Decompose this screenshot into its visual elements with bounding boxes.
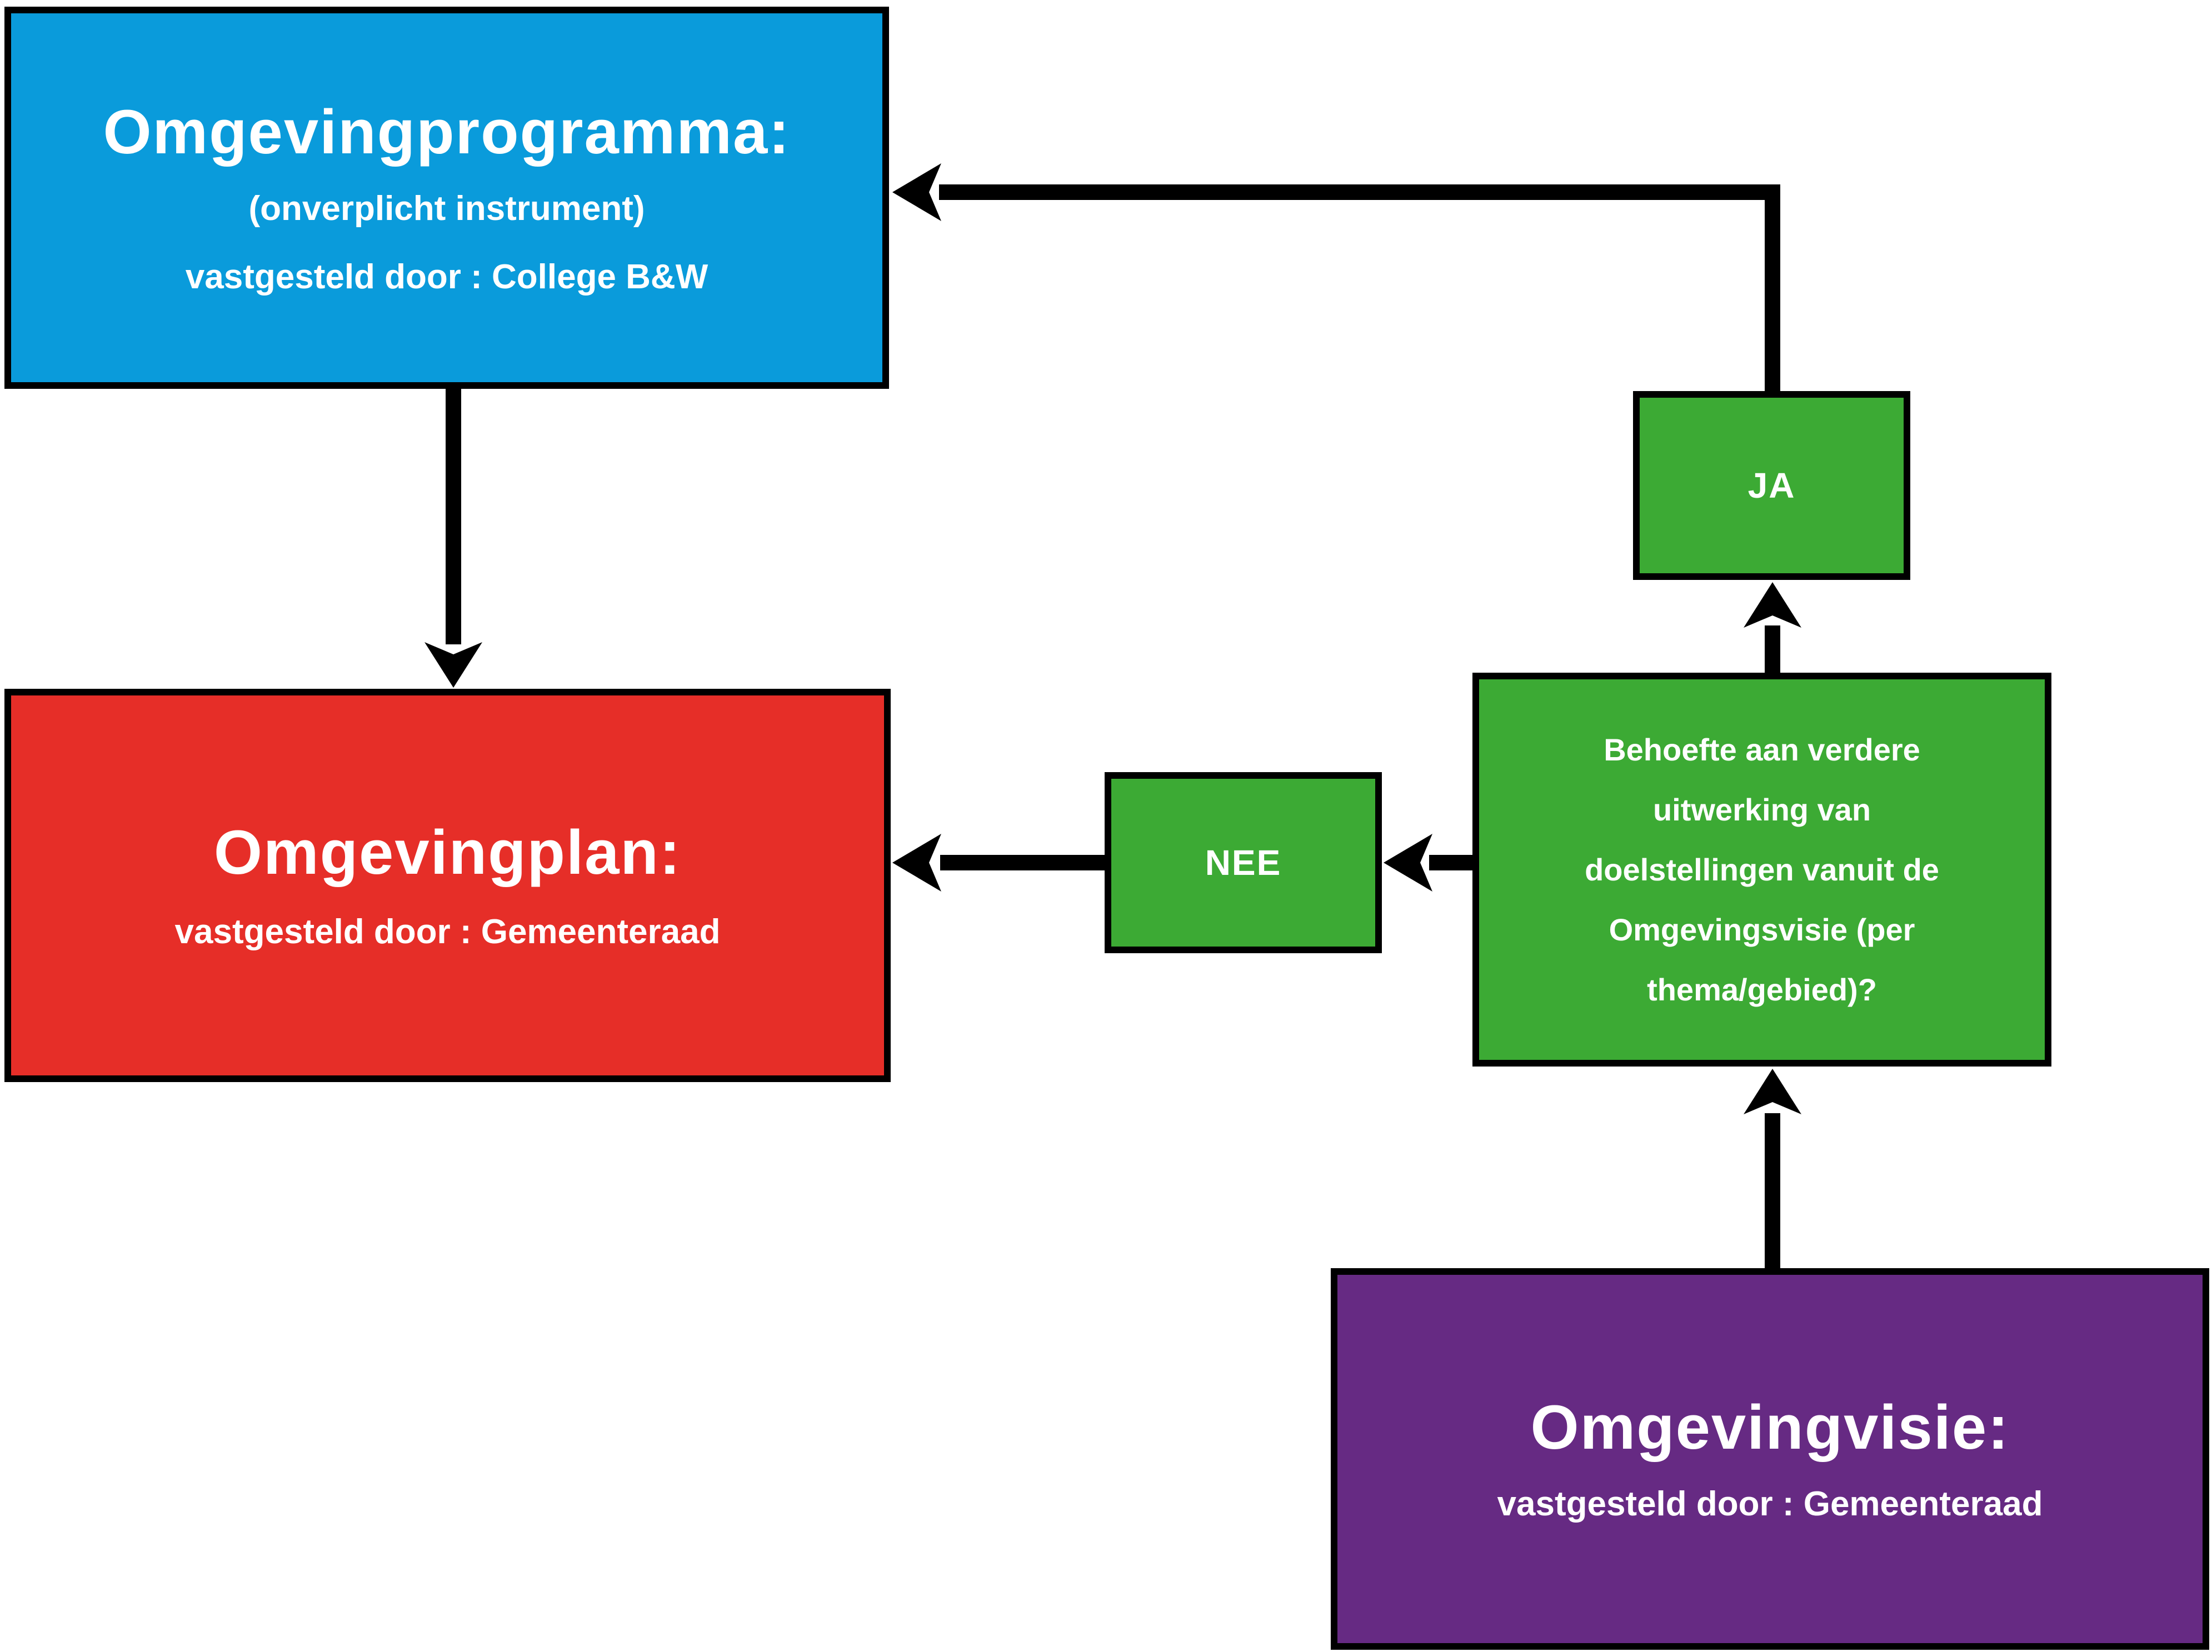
decision-line-3: doelstellingen vanuit de bbox=[1585, 852, 1939, 887]
decision-line-1: Behoefte aan verdere bbox=[1604, 732, 1920, 767]
arrow-programma-to-plan-head bbox=[425, 642, 482, 688]
arrowhead-left-icon bbox=[892, 834, 941, 892]
omgevingprogramma-footer: vastgesteld door : College B&W bbox=[185, 257, 708, 296]
arrowhead-left-icon bbox=[892, 163, 941, 221]
arrow-decision-to-ja-shaft bbox=[1765, 625, 1780, 674]
omgevingvisie-title: Omgevingvisie: bbox=[1530, 1393, 2010, 1463]
arrowhead-up-icon bbox=[1744, 1069, 1801, 1114]
arrow-programma-to-plan-shaft bbox=[446, 388, 461, 644]
ja-label: JA bbox=[1747, 465, 1796, 505]
omgevingprogramma-subtitle: (onverplicht instrument) bbox=[248, 189, 645, 228]
arrow-ja-to-programma-horizontal-shaft bbox=[939, 184, 1780, 200]
arrowhead-up-icon bbox=[1744, 582, 1801, 628]
arrow-decision-to-ja-head bbox=[1744, 582, 1801, 628]
omgevingvisie-footer: vastgesteld door : Gemeenteraad bbox=[1497, 1484, 2043, 1523]
decision-box: Behoefte aan verdere uitwerking van doel… bbox=[1472, 673, 2051, 1067]
omgevingvisie-box: Omgevingvisie: vastgesteld door : Gemeen… bbox=[1331, 1268, 2209, 1650]
arrow-visie-to-decision-shaft bbox=[1765, 1113, 1780, 1270]
arrow-nee-to-plan-head bbox=[892, 834, 941, 892]
omgevingplan-box: Omgevingplan: vastgesteld door : Gemeent… bbox=[4, 689, 891, 1082]
omgevingprogramma-title: Omgevingprogramma: bbox=[103, 97, 791, 167]
decision-line-5: thema/gebied)? bbox=[1647, 972, 1877, 1007]
arrowhead-down-icon bbox=[425, 642, 482, 688]
arrow-decision-to-nee-head bbox=[1384, 834, 1432, 892]
nee-box: NEE bbox=[1105, 772, 1382, 953]
omgevingplan-title: Omgevingplan: bbox=[213, 818, 682, 888]
arrow-visie-to-decision-head bbox=[1744, 1069, 1801, 1114]
ja-box: JA bbox=[1633, 391, 1910, 580]
omgevingprogramma-box: Omgevingprogramma: (onverplicht instrume… bbox=[4, 7, 889, 389]
decision-line-4: Omgevingsvisie (per bbox=[1609, 912, 1915, 947]
arrow-ja-to-programma-head bbox=[892, 163, 941, 221]
arrow-nee-to-plan-shaft bbox=[940, 855, 1106, 870]
arrow-decision-to-nee-shaft bbox=[1429, 855, 1475, 870]
arrow-ja-to-programma-vertical-shaft bbox=[1765, 184, 1780, 391]
nee-label: NEE bbox=[1205, 843, 1282, 883]
decision-line-2: uitwerking van bbox=[1652, 792, 1871, 827]
omgevingplan-footer: vastgesteld door : Gemeenteraad bbox=[174, 912, 721, 951]
arrowhead-left-icon bbox=[1384, 834, 1432, 892]
